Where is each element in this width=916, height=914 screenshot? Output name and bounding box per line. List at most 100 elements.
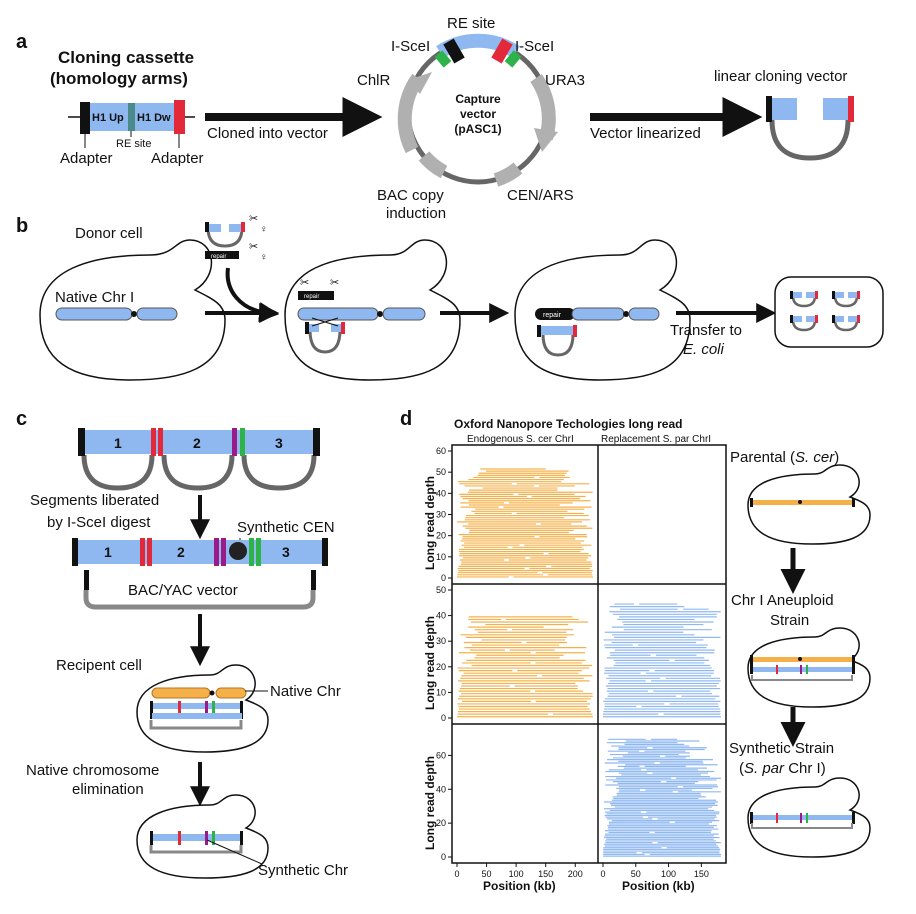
- donor-vector-input: ✂ ♀ repair ✂ ♀: [205, 213, 268, 263]
- y-tick-label: 10: [436, 552, 446, 562]
- transfer-label-1: Transfer to: [670, 322, 742, 339]
- ylabel-2: Long read depth: [423, 616, 437, 710]
- y-tick-label: 20: [436, 818, 446, 828]
- y-tick-label: 40: [436, 611, 446, 621]
- x-tick-label: 100: [509, 869, 524, 879]
- y-tick-label: 60: [436, 446, 446, 456]
- panel-label-b: b: [16, 215, 28, 237]
- vector-linearized-label: Vector linearized: [590, 125, 701, 142]
- ylabel-3: Long read depth: [423, 756, 437, 850]
- aneuploid-label-2: Strain: [770, 612, 809, 629]
- y-tick-label: 30: [436, 636, 446, 646]
- adapter-label-right: Adapter: [151, 150, 204, 167]
- parental-cell: [747, 464, 871, 545]
- re-site-block: [128, 103, 135, 131]
- adapter-right: [174, 100, 185, 134]
- aneuploid-cell: [747, 627, 871, 708]
- aneuploid-label-1: Chr I Aneuploid: [731, 592, 834, 609]
- chart-title: Oxford Nanopore Techologies long read: [454, 417, 682, 431]
- segment-2-label: 2: [193, 435, 201, 451]
- scissors-icon-4: ✂: [330, 277, 339, 289]
- cen-ars-element: [493, 162, 523, 187]
- col-right-title: Replacement S. par ChrI: [601, 434, 711, 445]
- y-tick-label: 10: [436, 687, 446, 697]
- elimination-label-2: elimination: [72, 781, 144, 798]
- re-site-label: RE site: [116, 138, 151, 150]
- assembled-construct: 1 2 3: [72, 538, 328, 610]
- repair-label-2: repair: [304, 294, 319, 300]
- synthetic-cen-label: Synthetic CEN: [237, 519, 335, 536]
- synthetic-cell: [136, 794, 269, 879]
- cloning-cassette: H1 Up H1 Dw RE site Adapter Adapter: [60, 100, 204, 167]
- liberated-label-1: Segments liberated: [30, 492, 159, 509]
- cloned-into-vector-label: Cloned into vector: [207, 125, 328, 142]
- synthetic-cen-dot: [229, 542, 247, 560]
- segment-3-label-b: 3: [282, 544, 290, 560]
- chart-frame: [451, 444, 727, 864]
- synthetic-strain-cell: [747, 777, 871, 858]
- scissors-icon-2: ✂: [249, 241, 258, 253]
- panel-label-a: a: [16, 31, 28, 53]
- y-tick-label: 0: [441, 573, 446, 583]
- segment-1-label: 1: [114, 435, 122, 451]
- y-tick-label: 50: [436, 467, 446, 477]
- transfer-label-2: E. coli: [683, 341, 725, 358]
- synthetic-strain-label-1: Synthetic Strain: [729, 740, 834, 757]
- segment-3-label: 3: [275, 435, 283, 451]
- xlabel-left: Position (kb): [483, 879, 556, 893]
- y-tick-label: 30: [436, 510, 446, 520]
- recipient-cell: [136, 664, 269, 753]
- segments-in-vectors: 1 2 3: [78, 428, 320, 491]
- bac-label-1: BAC copy: [377, 187, 444, 204]
- elimination-label-1: Native chromosome: [26, 762, 159, 779]
- capture-label-2: vector: [460, 107, 496, 121]
- y-tick-label: 0: [441, 713, 446, 723]
- liberated-label-2: by I-SceI digest: [47, 514, 151, 531]
- panel-label-d: d: [400, 408, 412, 430]
- x-tick-label: 0: [454, 869, 459, 879]
- y-tick-label: 20: [436, 531, 446, 541]
- x-tick-label: 50: [631, 869, 641, 879]
- chlr-label: ChlR: [357, 72, 391, 89]
- segment-1-label-b: 1: [104, 544, 112, 560]
- isce1-right-label: I-SceI: [515, 38, 554, 55]
- bac-label-2: induction: [386, 205, 446, 222]
- cen-ars-label: CEN/ARS: [507, 187, 574, 204]
- capture-label-1: Capture: [455, 92, 501, 106]
- linear-vector: [766, 96, 854, 161]
- y-tick-label: 0: [441, 852, 446, 862]
- repair-label-3: repair: [543, 312, 562, 319]
- y-tick-label: 50: [436, 585, 446, 595]
- capture-label-3: (pASC1): [454, 122, 501, 136]
- h1-up-label: H1 Up: [92, 112, 124, 124]
- ura3-label: URA3: [545, 72, 585, 89]
- scissors-icon: ✂: [249, 213, 258, 225]
- scissors-icon-3: ✂: [300, 277, 309, 289]
- bac-element: [418, 151, 448, 179]
- y-tick-label: 60: [436, 750, 446, 760]
- x-tick-label: 50: [482, 869, 492, 879]
- native-chr-label-c: Native Chr: [270, 683, 341, 700]
- adapter-label-left: Adapter: [60, 150, 113, 167]
- x-tick-label: 150: [694, 869, 709, 879]
- h1-dw-label: H1 Dw: [137, 112, 171, 124]
- segment-2-label-b: 2: [177, 544, 185, 560]
- donor-cell-label: Donor cell: [75, 225, 143, 242]
- panel-label-c: c: [16, 408, 27, 430]
- x-tick-label: 200: [568, 869, 583, 879]
- x-tick-label: 100: [661, 869, 676, 879]
- y-tick-label: 40: [436, 488, 446, 498]
- native-chr-label: Native Chr I: [55, 289, 134, 306]
- y-tick-label: 40: [436, 784, 446, 794]
- x-tick-label: 0: [600, 869, 605, 879]
- y-tick-label: 20: [436, 662, 446, 672]
- repair-label: repair: [211, 254, 226, 260]
- xlabel-right: Position (kb): [622, 879, 695, 893]
- donor-cell: [39, 239, 226, 381]
- repair-template: [205, 251, 239, 259]
- adapter-left: [80, 102, 90, 134]
- ylabel-1: Long read depth: [423, 476, 437, 570]
- synthetic-strain-label-2: (S. par Chr I): [739, 760, 826, 777]
- cell-captured: repair: [514, 239, 691, 381]
